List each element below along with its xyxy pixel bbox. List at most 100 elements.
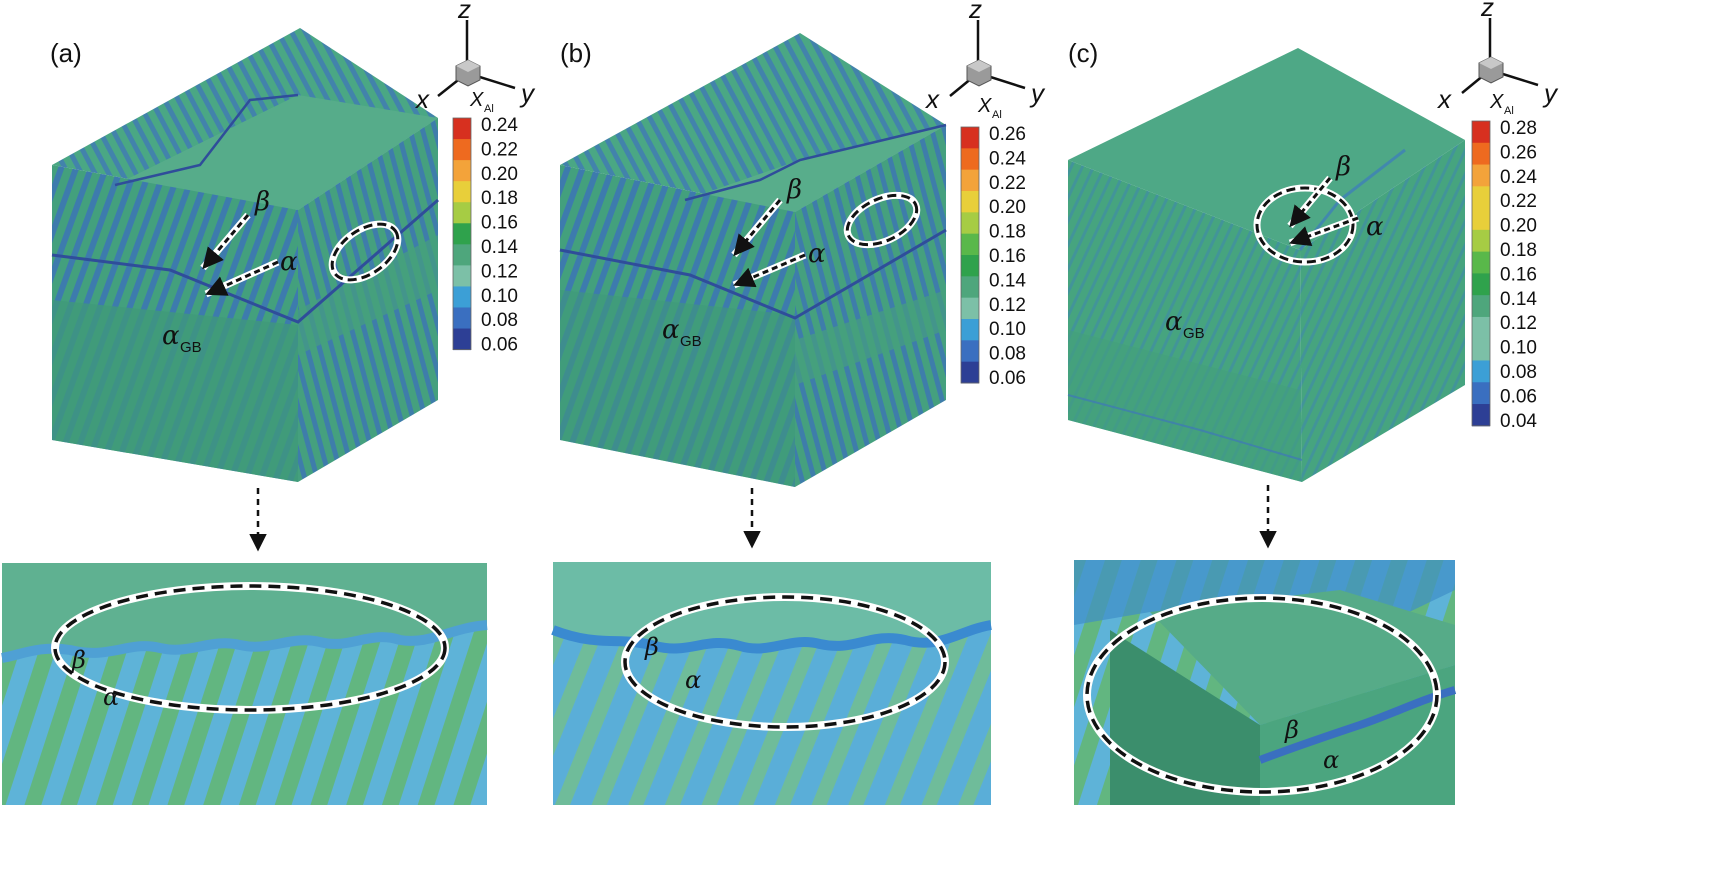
colorbar-tick-label: 0.14 bbox=[989, 270, 1026, 291]
zoom-beta-label: β bbox=[644, 633, 659, 661]
axis-y-label: y bbox=[519, 78, 536, 108]
zoom-inset-b: β α bbox=[551, 562, 992, 805]
colorbar-swatch bbox=[453, 139, 471, 161]
colorbar-tick-label: 0.22 bbox=[481, 139, 518, 160]
cube-left-lower-grain bbox=[52, 300, 298, 482]
alpha-gb-subscript: GB bbox=[680, 333, 702, 350]
colorbar-swatch bbox=[1472, 229, 1490, 253]
colorbar-tick-label: 0.18 bbox=[481, 188, 518, 209]
colorbar-tick-label: 0.12 bbox=[989, 295, 1026, 316]
colorbar-swatch bbox=[1472, 251, 1490, 274]
zoom-interface bbox=[1258, 686, 1457, 764]
colorbar-swatches bbox=[452, 117, 472, 351]
colorbar-title: X bbox=[977, 95, 992, 117]
zoom-side-block bbox=[1260, 665, 1455, 805]
zoom-alpha-label: α bbox=[1323, 746, 1339, 774]
colorbar-swatches bbox=[960, 126, 980, 384]
colorbar-swatch bbox=[453, 265, 471, 287]
colorbar-tick-label: 0.18 bbox=[989, 222, 1026, 243]
colorbar-swatch bbox=[1472, 273, 1490, 296]
colorbar-swatch bbox=[453, 202, 471, 224]
alpha-arrow bbox=[733, 253, 806, 288]
colorbar-tick-label: 0.20 bbox=[989, 197, 1026, 218]
axis-x-label: x bbox=[1436, 84, 1452, 114]
colorbar-frame bbox=[960, 126, 980, 384]
colorbar-swatch bbox=[1472, 164, 1490, 187]
alpha-gb-subscript: GB bbox=[1183, 325, 1205, 342]
cube-left-lower-grain bbox=[560, 290, 795, 487]
colorbar-swatch bbox=[1472, 121, 1490, 144]
alpha-gb-label: α bbox=[1165, 307, 1183, 337]
alpha-gb-subscript: GB bbox=[180, 339, 202, 356]
colorbar-swatch bbox=[453, 307, 471, 330]
colorbar-ticks: 0.260.240.220.200.180.160.140.120.100.08… bbox=[989, 124, 1026, 389]
colorbar-swatch bbox=[1472, 295, 1490, 318]
colorbar-swatch bbox=[961, 297, 979, 320]
colorbar-swatch bbox=[1472, 142, 1490, 166]
colorbar-tick-label: 0.24 bbox=[481, 115, 518, 136]
colorbar-tick-label: 0.10 bbox=[989, 319, 1026, 340]
colorbar-c: X Al 0.280.260.240.220.200.180.160.140.1… bbox=[1471, 91, 1537, 432]
alpha-label: α bbox=[808, 239, 826, 269]
colorbar-title: X bbox=[1489, 91, 1504, 113]
zoom-beta-label: β bbox=[71, 646, 86, 674]
colorbar-tick-label: 0.12 bbox=[1500, 313, 1537, 334]
colorbar-swatch bbox=[961, 169, 979, 192]
colorbar-title-subscript: Al bbox=[1504, 105, 1514, 117]
colorbar-tick-label: 0.12 bbox=[481, 261, 518, 282]
axis-z-label: z bbox=[968, 0, 982, 24]
beta-label: β bbox=[254, 187, 270, 217]
zoom-ellipse bbox=[623, 595, 947, 729]
axis-triad-a: z x y bbox=[414, 0, 536, 114]
colorbar-tick-label: 0.26 bbox=[1500, 142, 1537, 163]
zoom-ellipse bbox=[1085, 596, 1439, 794]
zoom-alpha-label: α bbox=[685, 666, 701, 694]
axis-y-label: y bbox=[1542, 78, 1559, 108]
cube-right-band bbox=[298, 235, 438, 355]
colorbar-tick-label: 0.06 bbox=[989, 368, 1026, 389]
zoom-matrix-region bbox=[553, 562, 991, 649]
panel-c: (c) β α α GB z x y X bbox=[1067, 0, 1559, 805]
colorbar-b: X Al 0.260.240.220.200.180.160.140.120.1… bbox=[960, 95, 1026, 389]
colorbar-swatch bbox=[453, 160, 471, 182]
alpha-label: α bbox=[1366, 212, 1384, 242]
beta-arrow bbox=[202, 214, 250, 270]
colorbar-tick-label: 0.24 bbox=[989, 148, 1026, 169]
zoom-interface bbox=[1, 620, 488, 663]
grain-boundary-line bbox=[1067, 394, 1303, 461]
beta-arrow bbox=[733, 199, 782, 257]
beta-label: β bbox=[786, 175, 802, 205]
colorbar-swatch bbox=[453, 118, 471, 140]
alpha-gb-label: α bbox=[662, 315, 680, 345]
cube-top-grain bbox=[115, 95, 438, 210]
colorbar-swatch bbox=[961, 191, 979, 213]
colorbar-swatch bbox=[1472, 338, 1490, 361]
colorbar-frame bbox=[452, 117, 472, 351]
top-grain-boundary bbox=[114, 93, 299, 187]
zoom-region-ellipse bbox=[845, 193, 919, 247]
colorbar-tick-label: 0.14 bbox=[481, 237, 518, 258]
colorbar-swatches bbox=[1471, 120, 1491, 427]
colorbar-title-subscript: Al bbox=[992, 109, 1002, 121]
colorbar-tick-label: 0.08 bbox=[481, 310, 518, 331]
zoom-alpha-label: α bbox=[103, 683, 119, 711]
colorbar-swatch bbox=[1472, 186, 1490, 209]
colorbar-swatch bbox=[1472, 360, 1490, 383]
zoom-inset-a: β α bbox=[1, 563, 488, 805]
panel-b-label: (b) bbox=[560, 38, 592, 68]
colorbar-tick-label: 0.16 bbox=[989, 246, 1026, 267]
axis-triad-b: z x y bbox=[924, 0, 1046, 114]
colorbar-tick-label: 0.28 bbox=[1500, 118, 1537, 139]
colorbar-swatch bbox=[453, 181, 471, 203]
colorbar-title: X bbox=[469, 89, 484, 111]
colorbar-tick-label: 0.22 bbox=[989, 173, 1026, 194]
colorbar-tick-label: 0.04 bbox=[1500, 411, 1537, 432]
alpha-gb-label: α bbox=[162, 321, 180, 351]
beta-label: β bbox=[1335, 152, 1351, 182]
colorbar-tick-label: 0.08 bbox=[1500, 362, 1537, 383]
colorbar-tick-label: 0.20 bbox=[481, 164, 518, 185]
colorbar-title-subscript: Al bbox=[484, 103, 494, 115]
colorbar-tick-label: 0.16 bbox=[1500, 264, 1537, 285]
colorbar-swatch bbox=[1472, 316, 1490, 340]
